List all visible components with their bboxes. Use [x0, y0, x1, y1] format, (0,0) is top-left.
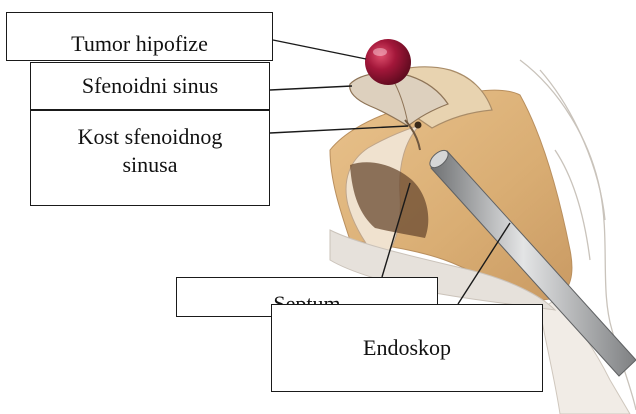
label-text: Sfenoidni sinus — [82, 72, 218, 100]
label-text: Kost sfenoidnog sinusa — [55, 123, 245, 179]
label-kost-sfenoidnog-sinusa: Kost sfenoidnog sinusa — [30, 110, 270, 206]
label-sfenoidni-sinus: Sfenoidni sinus — [30, 62, 270, 110]
label-endoskop: Endoskop — [271, 304, 543, 392]
pituitary-tumor — [365, 39, 411, 85]
sinus-ostium — [415, 122, 422, 129]
label-tumor-hipofize: Tumor hipofize — [6, 12, 273, 61]
label-text: Tumor hipofize — [71, 30, 208, 58]
label-text: Endoskop — [363, 334, 451, 362]
